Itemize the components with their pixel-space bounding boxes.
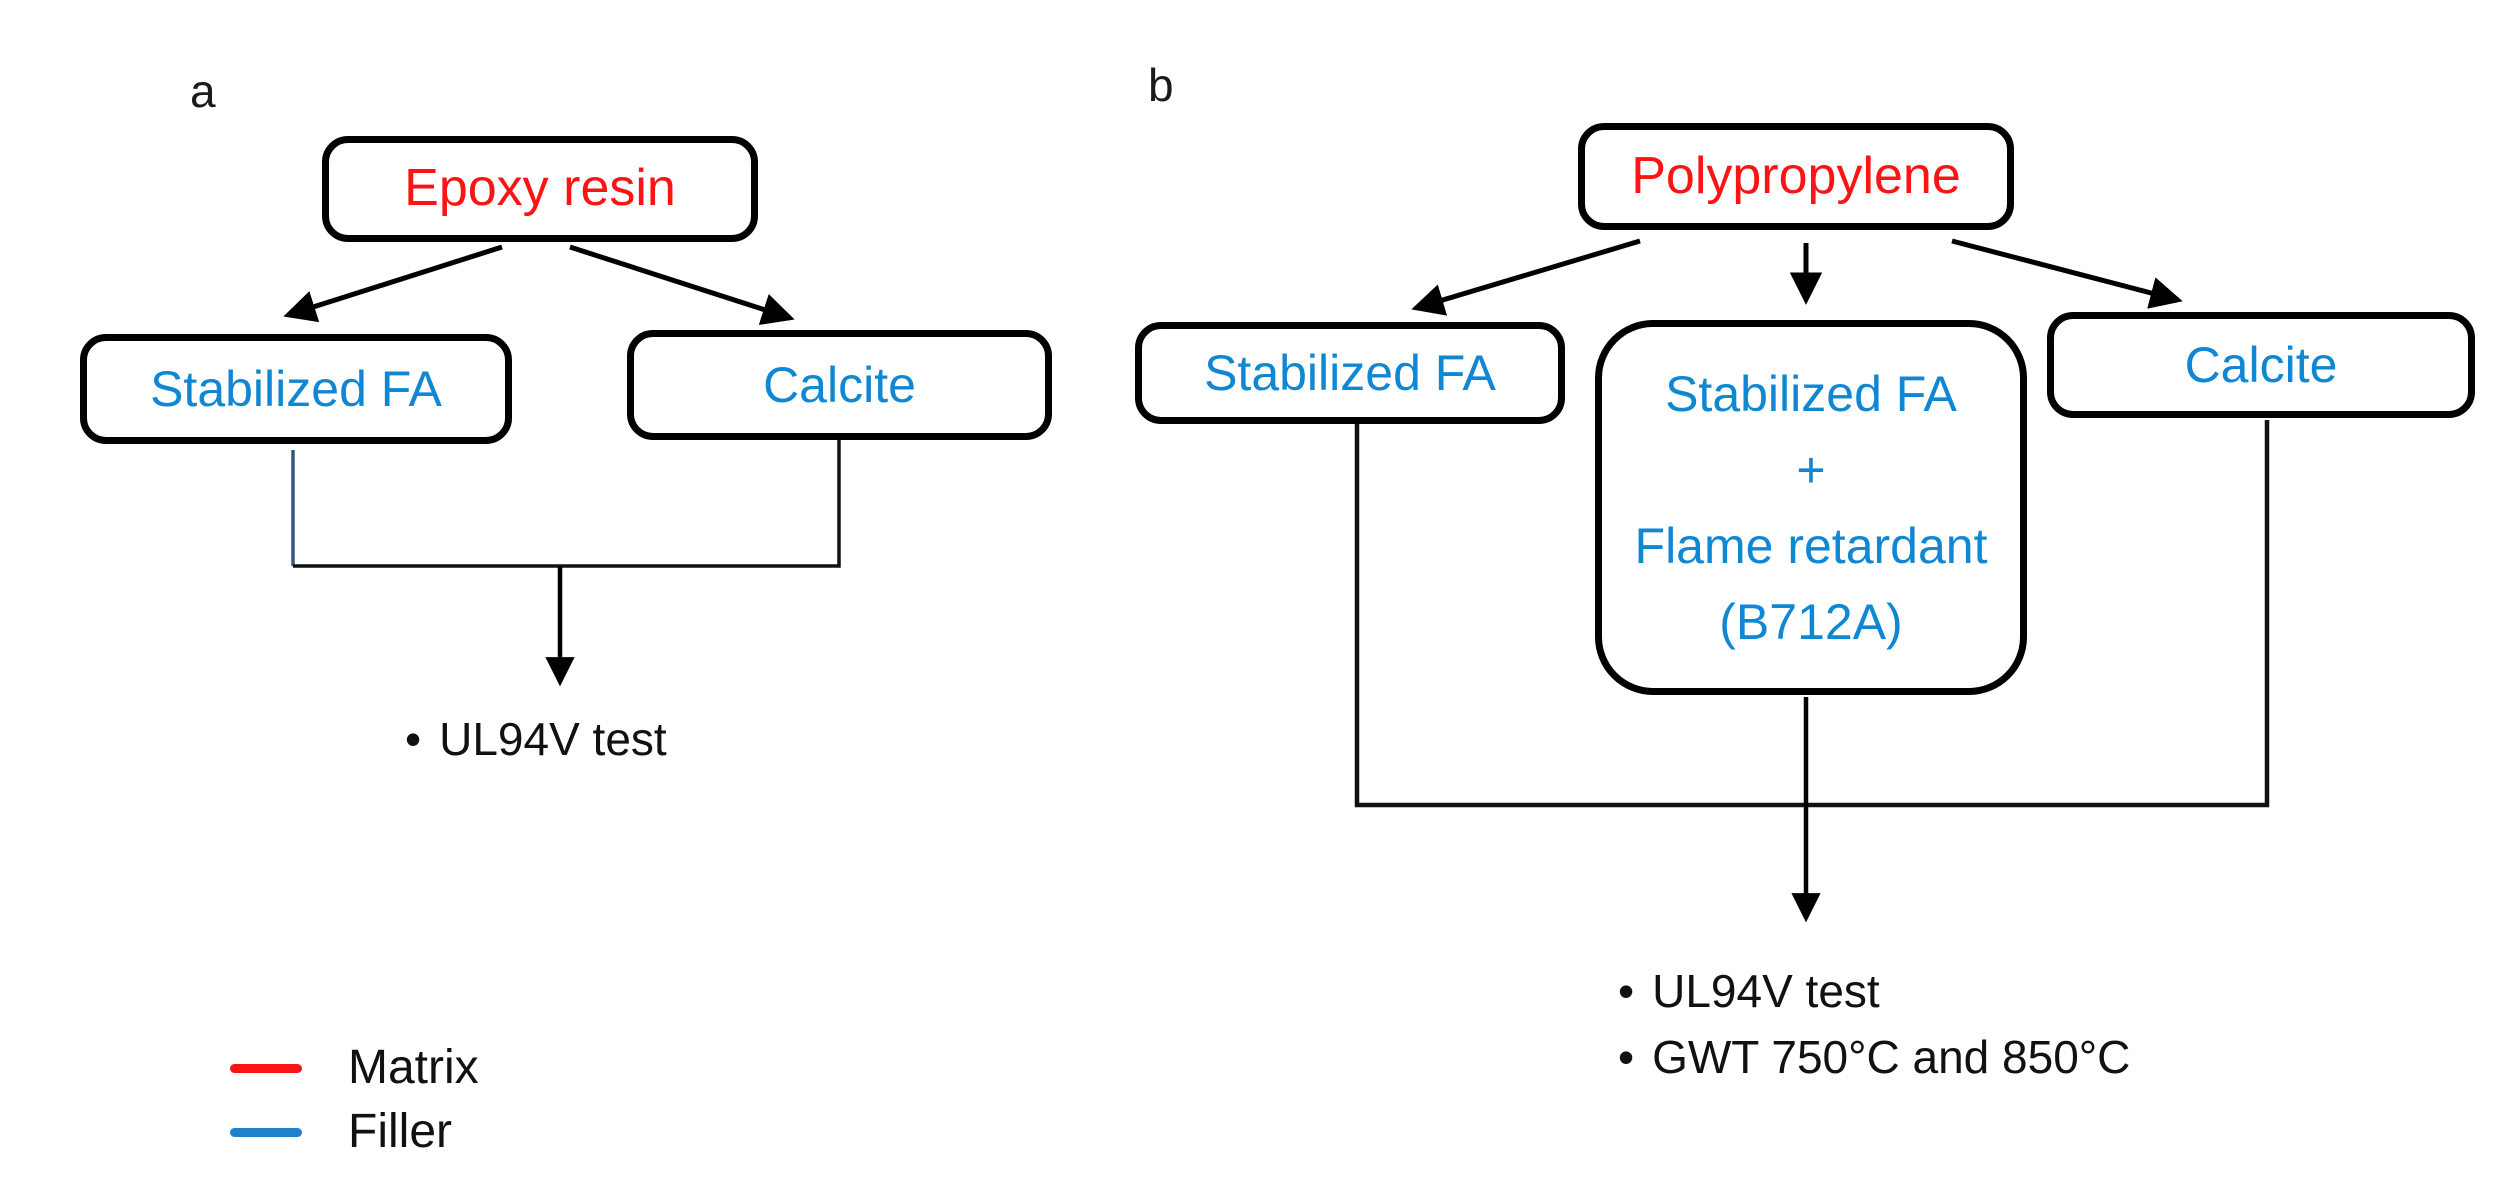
legend: Matrix Filler bbox=[230, 1036, 479, 1164]
panel-a-test-list: • UL94V test bbox=[405, 706, 667, 772]
bullet-glyph: • bbox=[1618, 1031, 1635, 1083]
arrow-pp-to-stabilized-fa bbox=[1411, 238, 1641, 316]
node-b-fa-line-2: + bbox=[1796, 441, 1826, 498]
node-b-stabilized-fa: Stabilized FA bbox=[1135, 322, 1565, 424]
connector-a-horizontal-and-right bbox=[293, 436, 841, 568]
panel-a-label: a bbox=[190, 65, 216, 117]
arrow-pp-to-calcite bbox=[1951, 238, 2183, 309]
legend-row-filler: Filler bbox=[230, 1100, 479, 1164]
node-b-calcite-text: Calcite bbox=[2184, 336, 2338, 393]
node-epoxy-resin-text: Epoxy resin bbox=[404, 159, 676, 218]
node-b-fa-flame-retardant: Stabilized FA + Flame retardant (B712A) bbox=[1595, 320, 2027, 695]
legend-filler-label: Filler bbox=[348, 1105, 452, 1158]
matrix-color-swatch bbox=[230, 1063, 302, 1073]
node-b-stabilized-fa-text: Stabilized FA bbox=[1204, 344, 1496, 401]
panel-b-label: b bbox=[1148, 59, 1174, 111]
node-polypropylene: Polypropylene bbox=[1578, 123, 2014, 230]
node-b-fa-line-3: Flame retardant bbox=[1634, 517, 1988, 574]
filler-color-swatch bbox=[230, 1127, 302, 1137]
node-b-calcite: Calcite bbox=[2047, 312, 2475, 418]
legend-matrix-label: Matrix bbox=[348, 1041, 479, 1094]
node-b-fa-line-4: (B712A) bbox=[1719, 593, 1903, 650]
bullet-glyph: • bbox=[1618, 965, 1635, 1017]
node-a-calcite: Calcite bbox=[627, 330, 1052, 440]
panel-b-test-item-1: • UL94V test bbox=[1618, 958, 2130, 1024]
legend-row-matrix: Matrix bbox=[230, 1036, 479, 1100]
arrow-epoxy-to-calcite bbox=[569, 244, 795, 325]
panel-b-test-list: • UL94V test • GWT 750°C and 850°C bbox=[1618, 958, 2130, 1090]
panel-b-test-text-1: UL94V test bbox=[1652, 965, 1880, 1017]
node-a-stabilized-fa-text: Stabilized FA bbox=[150, 360, 442, 417]
node-b-fa-line-1: Stabilized FA bbox=[1665, 365, 1957, 422]
panel-b-test-text-2: GWT 750°C and 850°C bbox=[1652, 1031, 2131, 1083]
node-epoxy-resin: Epoxy resin bbox=[322, 136, 758, 242]
panel-a-test-text: UL94V test bbox=[439, 713, 667, 765]
node-polypropylene-text: Polypropylene bbox=[1631, 146, 1961, 205]
panel-a-test-item: • UL94V test bbox=[405, 706, 667, 772]
arrow-epoxy-to-stabilized-fa bbox=[283, 244, 503, 323]
node-a-stabilized-fa: Stabilized FA bbox=[80, 334, 512, 444]
node-a-calcite-text: Calcite bbox=[763, 356, 916, 413]
panel-b-test-item-2: • GWT 750°C and 850°C bbox=[1618, 1024, 2130, 1090]
bullet-glyph: • bbox=[405, 713, 422, 765]
